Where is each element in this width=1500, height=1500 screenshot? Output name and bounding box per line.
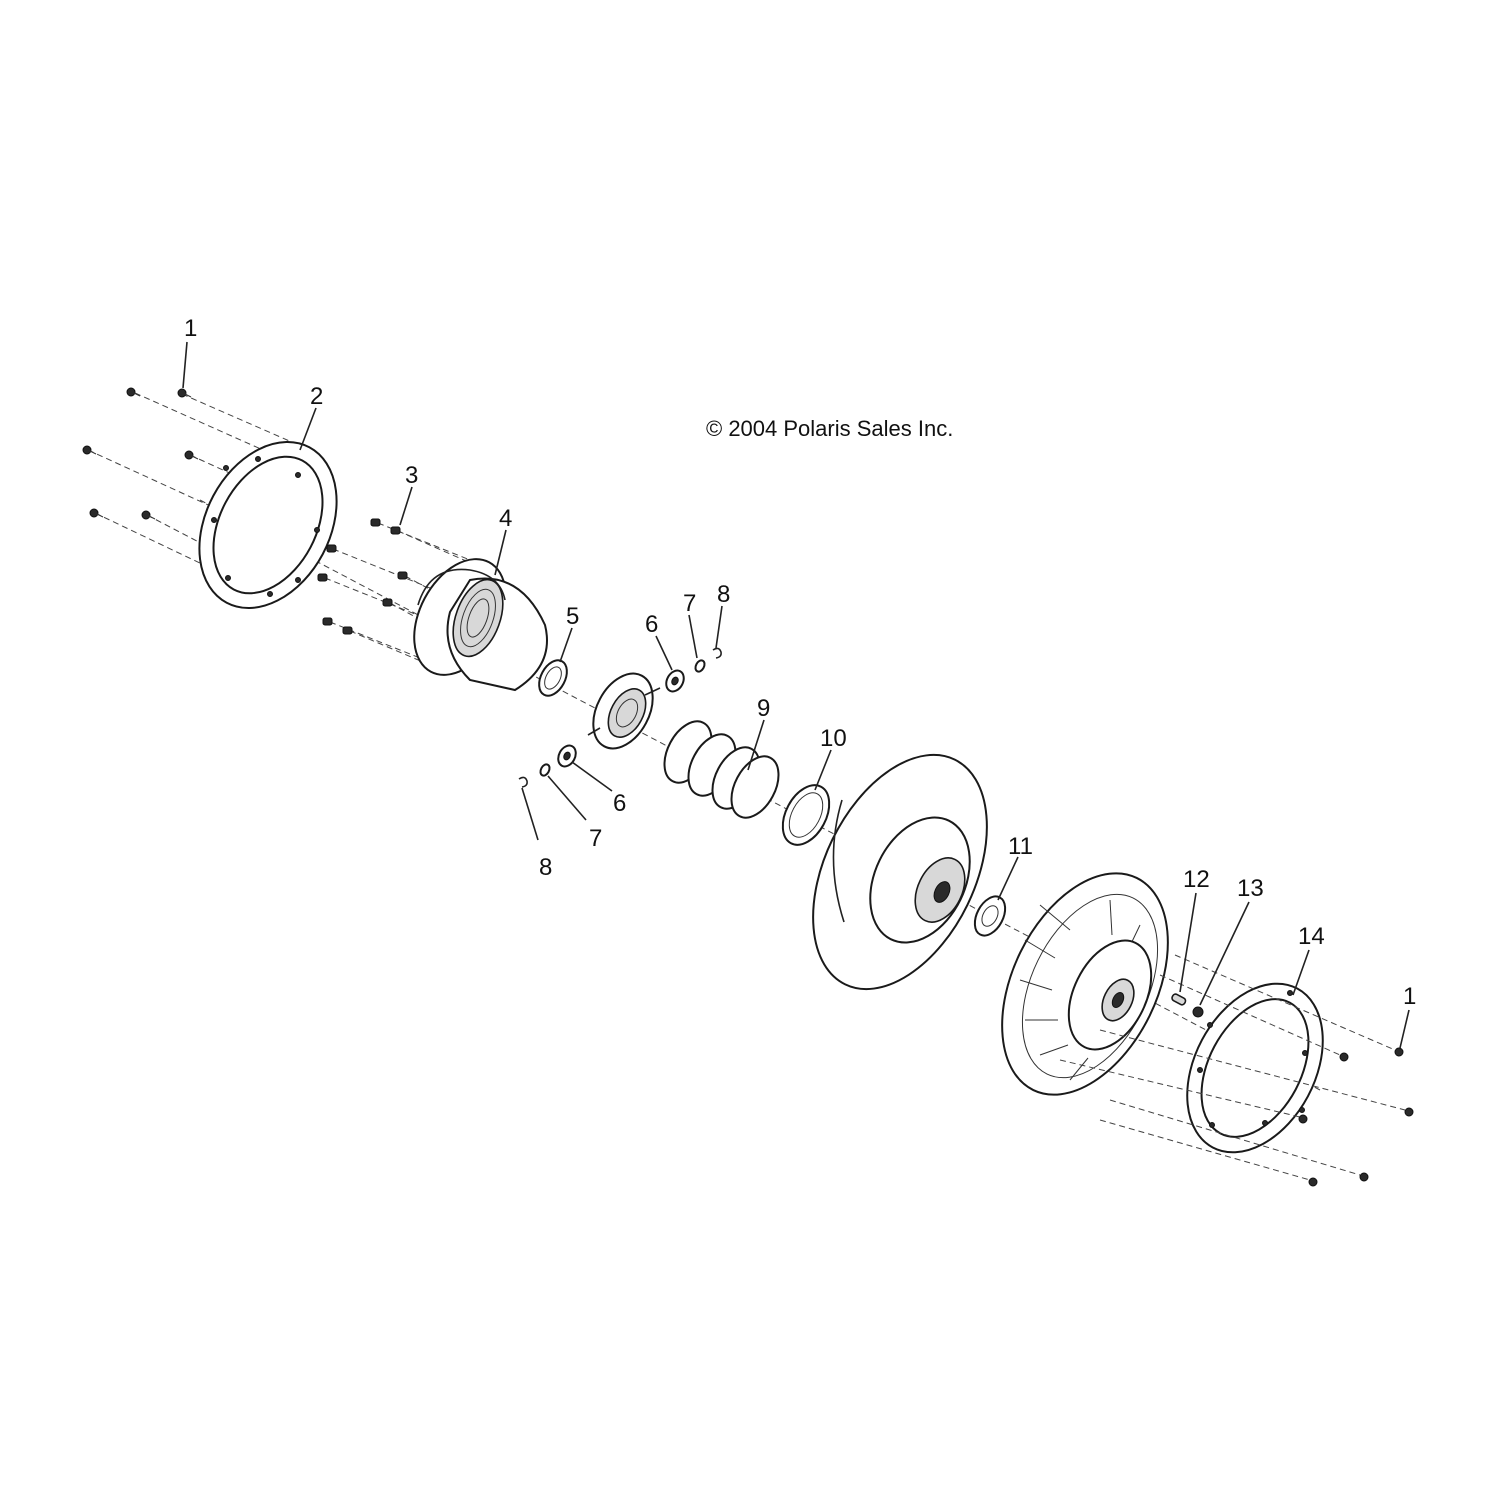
callout-6-lower: 6 — [613, 790, 626, 817]
screw — [177, 388, 192, 398]
screw — [184, 450, 199, 460]
left-screws — [82, 387, 311, 576]
moveable-sheave — [812, 753, 988, 991]
callout-9: 9 — [757, 695, 770, 722]
screw — [1394, 1047, 1404, 1057]
callout-14: 14 — [1298, 923, 1325, 950]
bearing-hub — [587, 672, 661, 750]
callout-labels: 1 2 3 4 5 6 7 8 9 10 6 7 8 11 12 13 14 1 — [184, 315, 1416, 1010]
callout-4: 4 — [499, 505, 512, 532]
screw — [1404, 1107, 1414, 1117]
washer-upper — [694, 659, 706, 673]
nut — [1192, 1006, 1204, 1018]
callout-3: 3 — [405, 462, 418, 489]
callout-1-top: 1 — [184, 315, 197, 342]
pin — [1171, 993, 1187, 1006]
gasket-left — [198, 441, 338, 609]
callout-5: 5 — [566, 603, 579, 630]
callout-7-lower: 7 — [589, 825, 602, 852]
screw — [1359, 1172, 1369, 1182]
screw — [1339, 1052, 1349, 1062]
callout-10: 10 — [820, 725, 847, 752]
washer-lower — [539, 763, 551, 777]
clip-upper — [712, 647, 722, 659]
screw — [126, 387, 141, 397]
callout-6-upper: 6 — [645, 611, 658, 638]
right-screws — [1059, 954, 1414, 1187]
callout-12: 12 — [1183, 866, 1210, 893]
spring — [663, 720, 780, 819]
thrust-washer — [973, 895, 1007, 937]
callout-1-right: 1 — [1403, 983, 1416, 1010]
screw — [1308, 1177, 1318, 1187]
callout-8-upper: 8 — [717, 581, 730, 608]
roller-lower — [557, 744, 577, 768]
callout-11: 11 — [1008, 833, 1033, 860]
callout-2: 2 — [310, 383, 323, 410]
screw — [82, 445, 97, 455]
clip-lower — [518, 776, 528, 788]
roller-upper — [665, 669, 685, 693]
callout-7-upper: 7 — [683, 590, 696, 617]
fixed-sheave — [1001, 872, 1169, 1096]
screw — [89, 508, 104, 518]
copyright-text: © 2004 Polaris Sales Inc. — [706, 416, 953, 441]
cover-housing — [413, 558, 548, 692]
gasket-right — [1186, 982, 1324, 1154]
screw — [1298, 1114, 1308, 1124]
leader-lines — [182, 341, 1410, 1049]
callout-13: 13 — [1237, 875, 1264, 902]
screw — [141, 510, 156, 520]
callout-8-lower: 8 — [539, 854, 552, 881]
seal-ring — [538, 659, 568, 697]
spacer-ring — [781, 784, 831, 846]
